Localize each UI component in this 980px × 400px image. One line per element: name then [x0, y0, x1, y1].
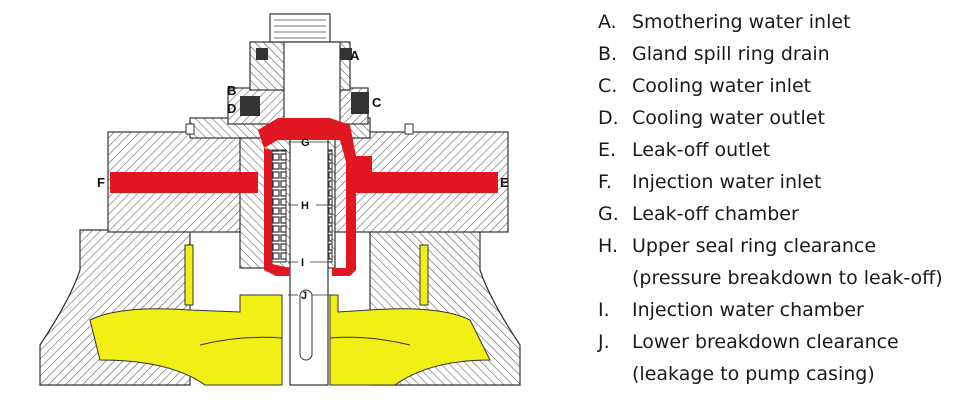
- legend-text: Cooling water inlet: [632, 75, 812, 97]
- legend-item-g: G. Leak-off chamber: [598, 198, 978, 230]
- label-leader-lines: [288, 141, 330, 296]
- legend-text: Upper seal ring clearance: [632, 235, 877, 257]
- legend-text: Leak-off outlet: [632, 139, 771, 161]
- diagram-label-f: F: [97, 175, 105, 190]
- legend-text: Cooling water outlet: [632, 107, 825, 129]
- legend-letter: F.: [598, 171, 612, 193]
- legend-text: Injection water chamber: [632, 299, 864, 321]
- legend-item-i: I. Injection water chamber: [598, 294, 978, 326]
- pump-seal-cross-section-diagram: A B C D E F G H I J: [39, 13, 521, 386]
- legend-letter: E.: [598, 139, 617, 161]
- legend-letter: I.: [598, 299, 610, 321]
- legend-letter: C.: [598, 75, 618, 97]
- legend-letter: B.: [598, 43, 618, 65]
- legend-item-b: B. Gland spill ring drain: [598, 38, 978, 70]
- diagram-label-e: E: [500, 175, 509, 190]
- pump-shaft: [269, 13, 341, 386]
- red-flow-passages: [110, 118, 498, 276]
- legend-list: A. Smothering water inlet B. Gland spill…: [598, 6, 978, 390]
- legend-text: Smothering water inlet: [632, 11, 851, 33]
- legend-item-c: C. Cooling water inlet: [598, 70, 978, 102]
- legend-text: Injection water inlet: [632, 171, 822, 193]
- legend-item-h-continuation: (pressure breakdown to leak-off): [598, 262, 978, 294]
- legend-text: (leakage to pump casing): [632, 363, 875, 385]
- legend-item-h: H. Upper seal ring clearance: [598, 230, 978, 262]
- diagram-label-d: D: [227, 101, 236, 116]
- legend-letter: A.: [598, 11, 617, 33]
- legend-item-d: D. Cooling water outlet: [598, 102, 978, 134]
- legend-letter: D.: [598, 107, 619, 129]
- diagram-label-j: J: [301, 290, 307, 302]
- legend-letter: J.: [598, 331, 610, 353]
- legend-text: Lower breakdown clearance: [632, 331, 899, 353]
- legend-item-j-continuation: (leakage to pump casing): [598, 358, 978, 390]
- legend-letter: G.: [598, 203, 619, 225]
- diagram-label-i: I: [301, 257, 304, 269]
- legend-item-e: E. Leak-off outlet: [598, 134, 978, 166]
- legend-text: Leak-off chamber: [632, 203, 799, 225]
- diagram-label-a: A: [350, 48, 360, 63]
- legend-item-a: A. Smothering water inlet: [598, 6, 978, 38]
- diagram-label-b: B: [227, 83, 236, 98]
- diagram-label-c: C: [372, 95, 382, 110]
- diagram-label-h: H: [301, 200, 309, 212]
- impeller: [89, 244, 491, 386]
- legend-item-j: J. Lower breakdown clearance: [598, 326, 978, 358]
- legend-text: (pressure breakdown to leak-off): [632, 267, 943, 289]
- diagram-label-g: G: [301, 137, 310, 149]
- legend-text: Gland spill ring drain: [632, 43, 830, 65]
- legend-item-f: F. Injection water inlet: [598, 166, 978, 198]
- legend-letter: H.: [598, 235, 618, 257]
